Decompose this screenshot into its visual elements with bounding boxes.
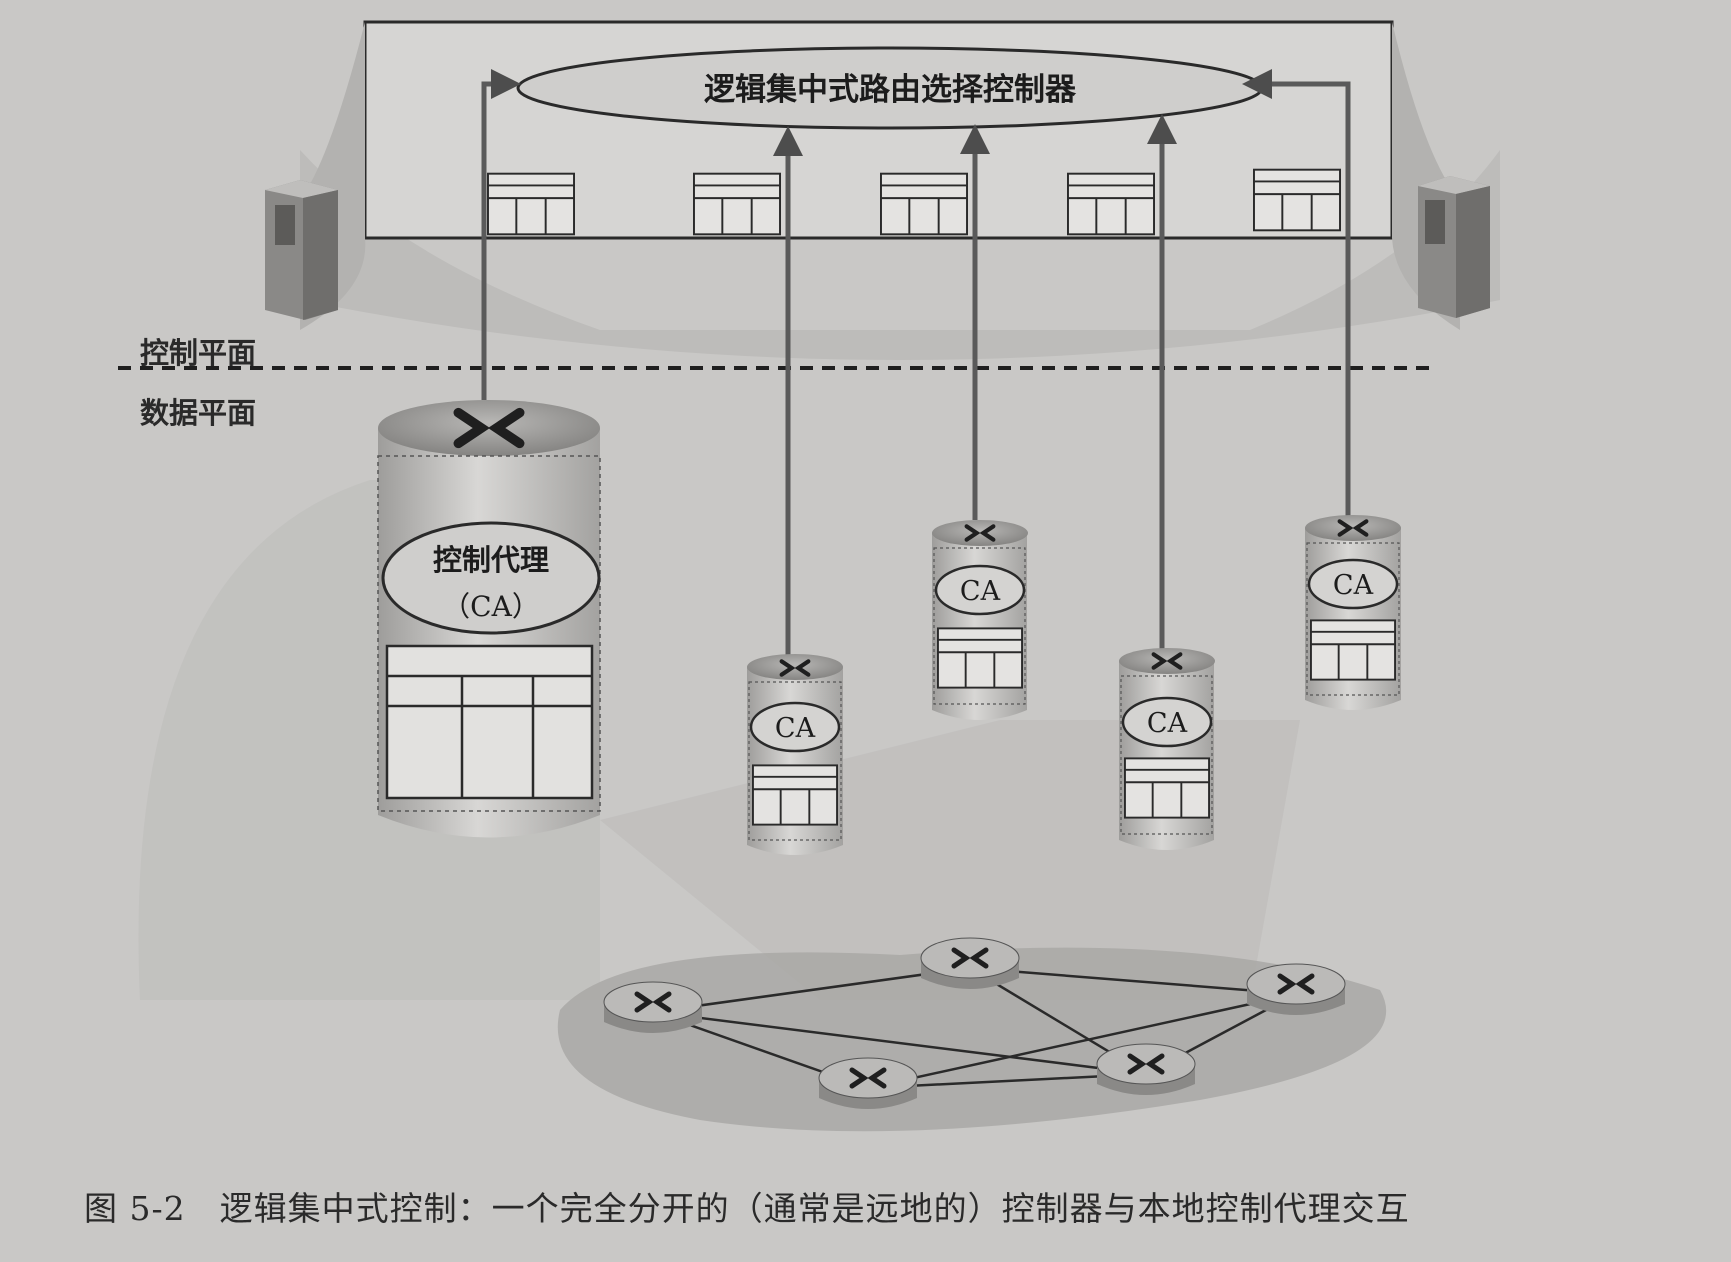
data-plane-label: 数据平面	[140, 396, 257, 430]
controller-panel: 逻辑集中式路由选择控制器	[300, 20, 1460, 330]
caption-text: 逻辑集中式控制：一个完全分开的（通常是远地的）控制器与本地控制代理交互	[219, 1189, 1410, 1228]
large-router-table	[385, 644, 594, 800]
controller-table-2	[693, 172, 781, 236]
server-right-icon	[1418, 176, 1490, 318]
controller-table-5	[1253, 168, 1341, 232]
network-router-2	[920, 937, 1020, 989]
large-agent-title: 控制代理	[433, 543, 549, 577]
server-left-icon	[265, 180, 338, 320]
agent-label: CA	[1147, 708, 1188, 739]
controller-table-3	[880, 172, 968, 236]
control-arrows	[481, 69, 1351, 655]
network-router-1	[603, 981, 703, 1033]
agent-label: CA	[960, 576, 1001, 607]
small-router-3: CA	[1119, 648, 1215, 850]
agent-table	[937, 627, 1023, 689]
agent-table	[1310, 619, 1396, 681]
small-router-1: CA	[747, 654, 843, 855]
agent-label: CA	[1333, 570, 1374, 601]
large-agent-ellipse	[381, 521, 601, 635]
network-router-5	[1096, 1043, 1196, 1095]
agent-label: CA	[775, 713, 816, 744]
agent-table	[1124, 757, 1210, 819]
figure-caption: 图 5-2 逻辑集中式控制：一个完全分开的（通常是远地的）控制器与本地控制代理交互	[84, 1182, 1410, 1230]
small-router-4: CA	[1305, 515, 1401, 710]
network-router-4	[818, 1057, 918, 1109]
agent-table	[752, 764, 838, 826]
large-router: 控制代理 （CA）	[377, 400, 601, 838]
small-router-2: CA	[932, 520, 1028, 720]
large-agent-abbrev: （CA）	[442, 590, 540, 623]
controller-label: 逻辑集中式路由选择控制器	[704, 72, 1077, 108]
controller-table-4	[1067, 172, 1155, 236]
control-plane-label: 控制平面	[140, 336, 257, 370]
controller-table-1	[487, 172, 575, 236]
data-plane-network	[557, 937, 1387, 1132]
caption-number: 图 5-2	[84, 1189, 186, 1228]
network-router-3	[1246, 963, 1346, 1015]
